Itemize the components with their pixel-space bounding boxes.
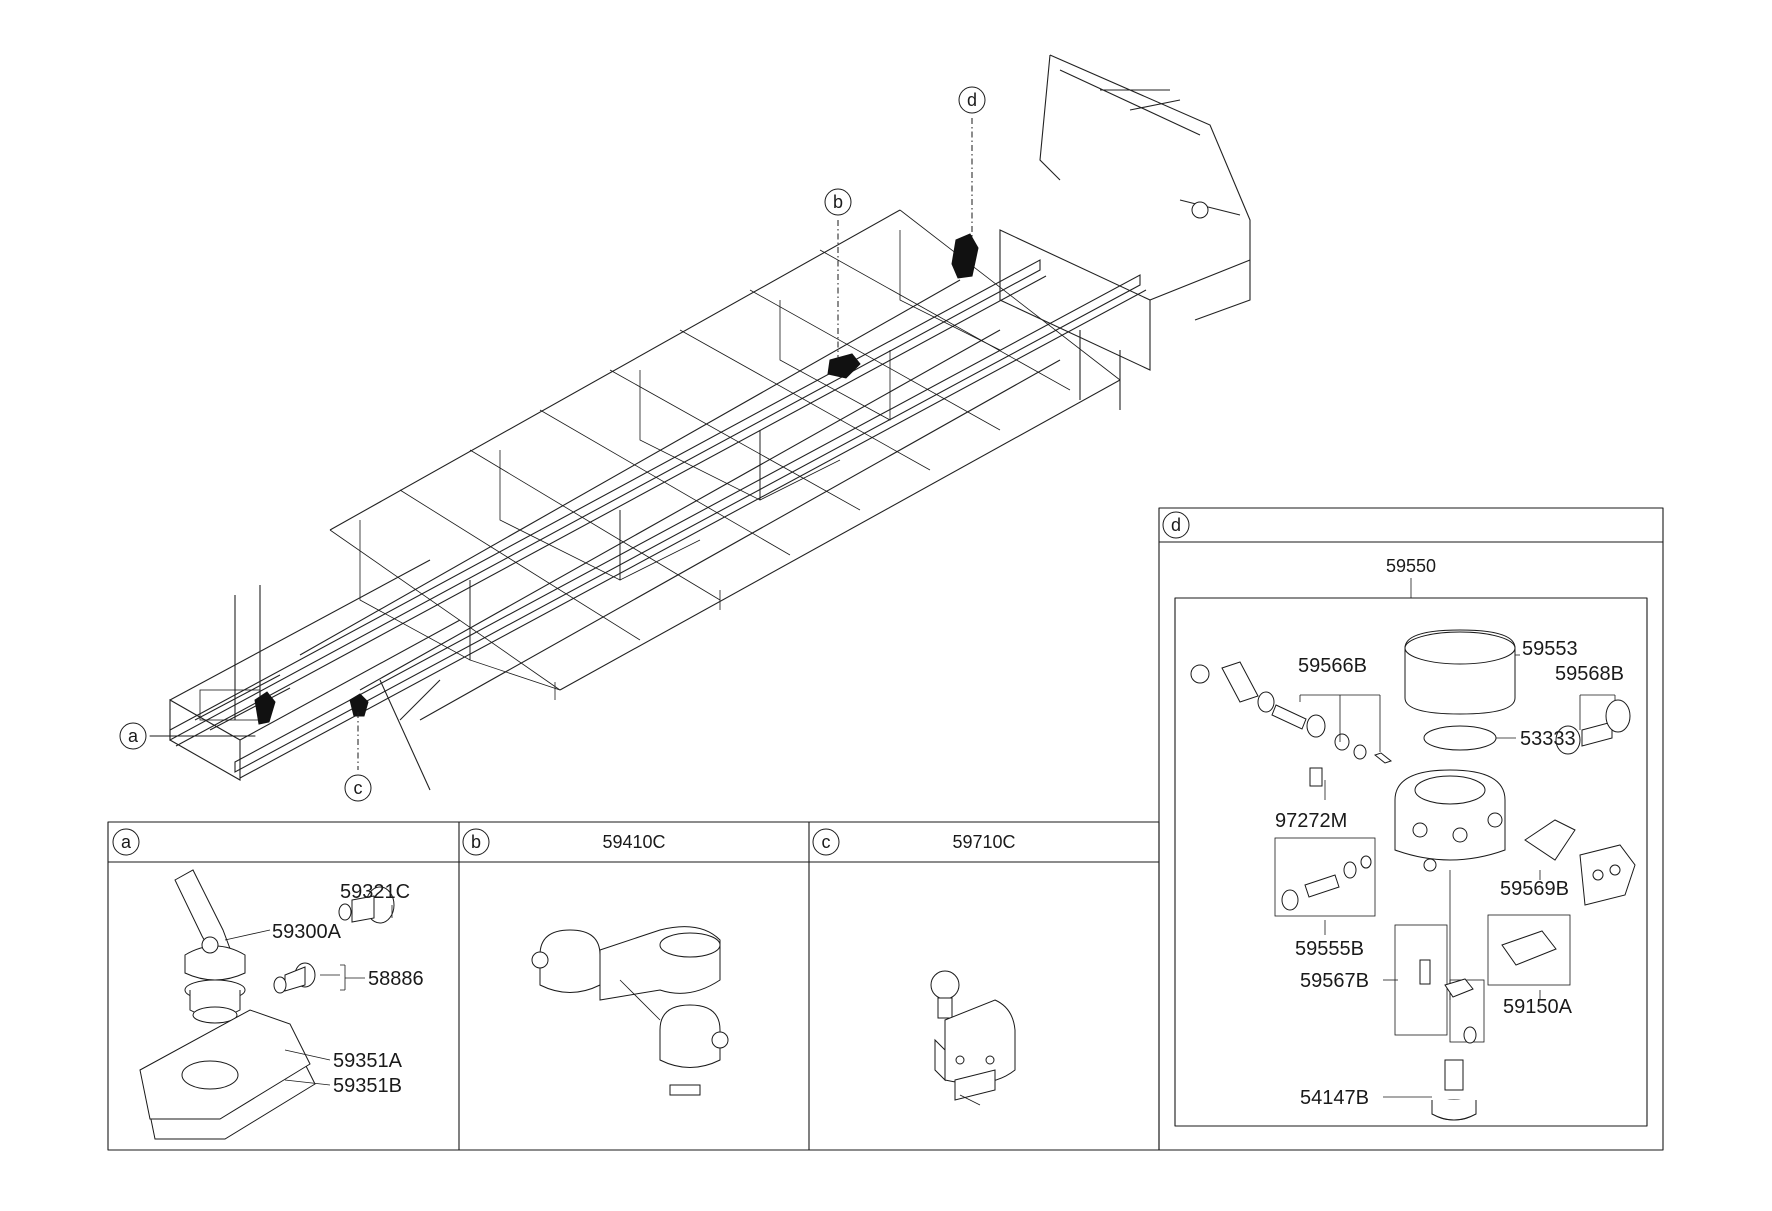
panel-b: b 59410C <box>462 828 729 1096</box>
svg-text:58886: 58886 <box>368 968 424 990</box>
air-dryer-icon <box>1190 629 1636 1121</box>
svg-text:59351A: 59351A <box>333 1050 403 1072</box>
svg-text:a: a <box>128 726 139 746</box>
svg-text:54147B: 54147B <box>1300 1087 1369 1109</box>
svg-text:97272M: 97272M <box>1275 810 1347 832</box>
svg-text:b: b <box>471 832 481 852</box>
svg-text:53333: 53333 <box>1520 728 1576 750</box>
callout-d: d <box>958 86 986 240</box>
svg-text:59351B: 59351B <box>333 1075 402 1097</box>
callout-a: a <box>119 722 256 750</box>
svg-text:59568B: 59568B <box>1555 663 1624 685</box>
svg-text:59321C: 59321C <box>340 881 410 903</box>
svg-text:d: d <box>967 90 977 110</box>
chassis-frame <box>169 54 1251 791</box>
svg-text:59555B: 59555B <box>1295 938 1364 960</box>
svg-text:59550: 59550 <box>1386 556 1436 576</box>
svg-text:a: a <box>121 832 132 852</box>
relay-valve-icon <box>531 926 729 1096</box>
svg-text:c: c <box>354 778 363 798</box>
svg-text:59567B: 59567B <box>1300 970 1369 992</box>
fitting-icon <box>338 886 395 924</box>
svg-text:c: c <box>822 832 831 852</box>
svg-text:59569B: 59569B <box>1500 878 1569 900</box>
callout-b: b <box>824 188 852 360</box>
brake-valve-icon <box>174 869 246 1024</box>
callout-c: c <box>344 712 372 802</box>
svg-text:59710C: 59710C <box>952 832 1015 852</box>
svg-text:59410C: 59410C <box>602 832 665 852</box>
svg-text:59553: 59553 <box>1522 638 1578 660</box>
svg-text:59566B: 59566B <box>1298 655 1367 677</box>
hand-valve-icon <box>930 970 1016 1106</box>
svg-text:d: d <box>1171 515 1181 535</box>
svg-text:b: b <box>833 192 843 212</box>
svg-text:59300A: 59300A <box>272 921 342 943</box>
panel-a: a 59321C 59300 <box>112 828 424 1140</box>
svg-text:59150A: 59150A <box>1503 996 1573 1018</box>
panel-c: c 59710C <box>812 828 1016 1106</box>
gasket-plates-icon <box>139 1009 316 1140</box>
panel-d: d 59550 <box>1158 507 1664 1151</box>
elbow-icon <box>273 962 316 994</box>
